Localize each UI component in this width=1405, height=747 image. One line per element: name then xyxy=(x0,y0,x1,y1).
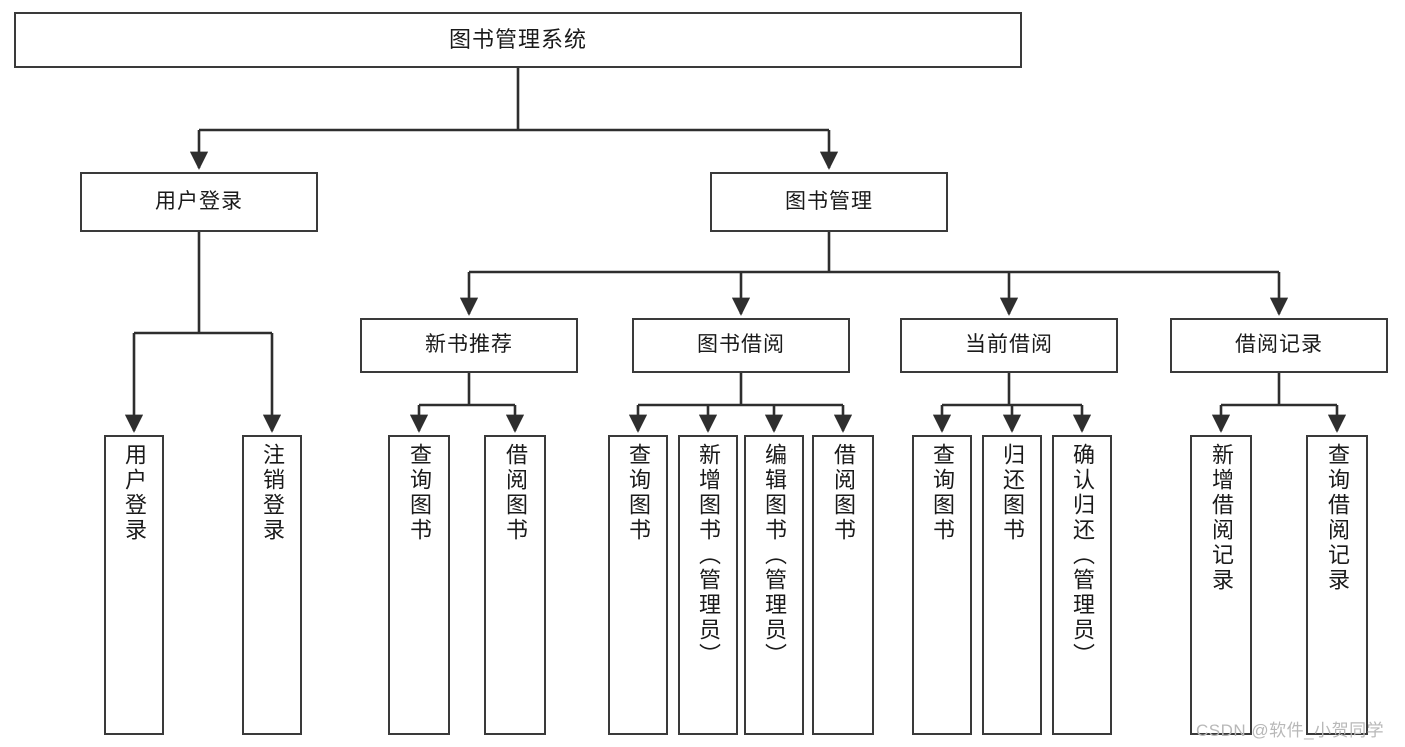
node-book-borrow-label: 图书借阅 xyxy=(697,333,785,357)
node-new-book-recommend[interactable]: 新书推荐 xyxy=(360,318,578,373)
node-user-login[interactable]: 用户登录 xyxy=(80,172,318,232)
node-leaf-user-login-label: 用户登录 xyxy=(122,443,147,543)
node-leaf-confirm-return-admin[interactable]: 确认归还（管理员） xyxy=(1052,435,1112,735)
node-leaf-query-book-cur[interactable]: 查询图书 xyxy=(912,435,972,735)
node-book-borrow[interactable]: 图书借阅 xyxy=(632,318,850,373)
node-leaf-query-book[interactable]: 查询图书 xyxy=(608,435,668,735)
node-current-borrow[interactable]: 当前借阅 xyxy=(900,318,1118,373)
node-leaf-user-logout-label: 注销登录 xyxy=(260,443,285,543)
node-leaf-add-book-admin-label: 新增图书（管理员） xyxy=(696,443,721,668)
node-borrow-record-label: 借阅记录 xyxy=(1235,333,1323,357)
node-root-label: 图书管理系统 xyxy=(448,27,587,53)
node-leaf-user-login[interactable]: 用户登录 xyxy=(104,435,164,735)
node-leaf-borrow-book-rec[interactable]: 借阅图书 xyxy=(484,435,546,735)
node-leaf-query-borrow-record-label: 查询借阅记录 xyxy=(1325,443,1350,593)
node-leaf-borrow-book-rec-label: 借阅图书 xyxy=(503,443,528,543)
node-borrow-record[interactable]: 借阅记录 xyxy=(1170,318,1388,373)
node-leaf-query-borrow-record[interactable]: 查询借阅记录 xyxy=(1306,435,1368,735)
node-book-manage[interactable]: 图书管理 xyxy=(710,172,948,232)
node-leaf-user-logout[interactable]: 注销登录 xyxy=(242,435,302,735)
node-leaf-return-book[interactable]: 归还图书 xyxy=(982,435,1042,735)
node-leaf-add-borrow-record-label: 新增借阅记录 xyxy=(1209,443,1234,593)
node-leaf-query-book-rec[interactable]: 查询图书 xyxy=(388,435,450,735)
node-leaf-add-book-admin[interactable]: 新增图书（管理员） xyxy=(678,435,738,735)
node-user-login-label: 用户登录 xyxy=(155,189,243,213)
node-book-manage-label: 图书管理 xyxy=(785,189,873,213)
node-leaf-query-book-rec-label: 查询图书 xyxy=(407,443,432,543)
node-leaf-borrow-book[interactable]: 借阅图书 xyxy=(812,435,874,735)
node-leaf-add-borrow-record[interactable]: 新增借阅记录 xyxy=(1190,435,1252,735)
node-new-book-recommend-label: 新书推荐 xyxy=(425,333,513,357)
node-leaf-query-book-cur-label: 查询图书 xyxy=(930,443,955,543)
node-leaf-query-book-label: 查询图书 xyxy=(626,443,651,543)
node-leaf-edit-book-admin[interactable]: 编辑图书（管理员） xyxy=(744,435,804,735)
node-leaf-edit-book-admin-label: 编辑图书（管理员） xyxy=(762,443,787,668)
csdn-watermark: CSDN @软件_小贺同学 xyxy=(1196,721,1385,740)
node-root[interactable]: 图书管理系统 xyxy=(14,12,1022,68)
node-leaf-confirm-return-admin-label: 确认归还（管理员） xyxy=(1070,443,1095,668)
node-leaf-return-book-label: 归还图书 xyxy=(1000,443,1025,543)
node-leaf-borrow-book-label: 借阅图书 xyxy=(831,443,856,543)
node-current-borrow-label: 当前借阅 xyxy=(965,333,1053,357)
